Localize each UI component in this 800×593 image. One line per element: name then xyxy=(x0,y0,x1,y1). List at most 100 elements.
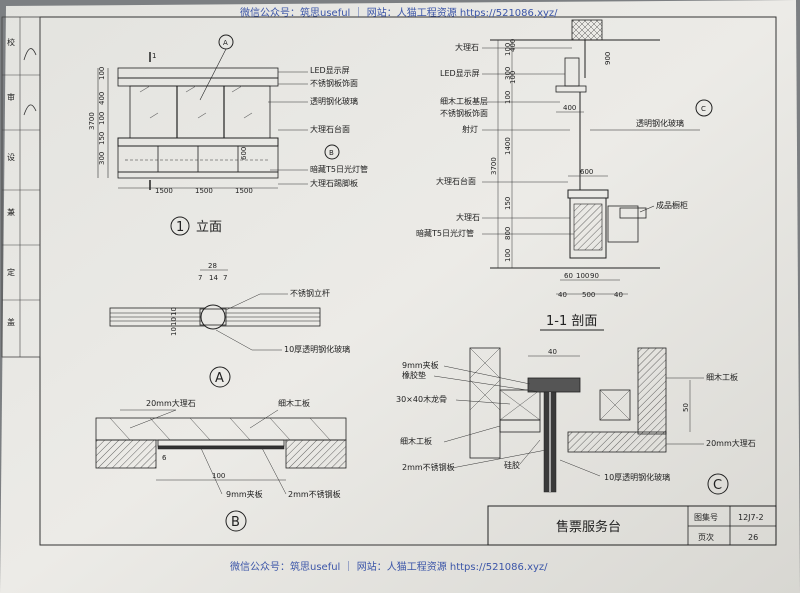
section-marker-c xyxy=(695,99,713,117)
svg-text:A: A xyxy=(215,371,224,386)
section-label: 大理石 xyxy=(455,42,479,52)
detail-a-dim: 10 xyxy=(170,327,178,336)
section-mark: 1 xyxy=(152,52,156,60)
elev-dim-bottom: 1500 xyxy=(155,187,173,195)
section-dim: 800 xyxy=(504,227,512,240)
detail-c-label: 9mm夹板 xyxy=(402,360,439,370)
section-dim: 1400 xyxy=(504,137,512,155)
section-label: 暗藏T5日光灯管 xyxy=(416,228,474,238)
svg-text:B: B xyxy=(329,149,334,157)
section-dim-400: 400 xyxy=(563,104,576,112)
left-strip: 校 审 设 兼 定 盖 xyxy=(1,16,41,358)
detail-c-dim: 40 xyxy=(548,348,557,356)
elev-dim-left: 100 xyxy=(98,112,106,125)
detail-a-dim: 7 xyxy=(223,274,227,282)
detail-c-dim: 50 xyxy=(682,403,690,412)
section-dim: 100 xyxy=(504,43,512,56)
elevation-drawing: 1 100 400 100 150 300 3700 600 1500 1500… xyxy=(88,34,368,236)
elev-title: 立面 xyxy=(196,220,222,235)
section-dim-top: 400 xyxy=(509,39,517,52)
section-dim: 150 xyxy=(504,197,512,210)
section-dim: 100 xyxy=(504,249,512,262)
detail-c-label: 细木工板 xyxy=(400,436,432,446)
svg-text:1: 1 xyxy=(176,220,184,235)
elev-dim-left: 150 xyxy=(98,132,106,145)
section-label: 细木工板基层 xyxy=(440,96,488,106)
detail-c-label: 10厚透明钢化玻璃 xyxy=(604,472,670,482)
detail-a-dim: 28 xyxy=(208,262,217,270)
watermark-top: 微信公众号：筑思useful ｜ 网站：人猫工程资源 https://52108… xyxy=(240,6,558,19)
svg-text:B: B xyxy=(231,515,240,530)
detail-c: 40 50 9mm夹板 橡胶垫 30×40木龙骨 细木工板 2mm不锈钢板 细木… xyxy=(396,347,756,495)
detail-b-dim: 6 xyxy=(162,454,167,462)
section-label: LED显示屏 xyxy=(440,69,480,78)
atlas-value: 12J7-2 xyxy=(738,513,764,522)
section-dim: 100 xyxy=(504,91,512,104)
page-value: 26 xyxy=(748,533,758,542)
elev-label: 不锈钢板饰面 xyxy=(310,78,358,88)
strip-label: 审 xyxy=(7,92,15,102)
detail-b-label: 2mm不锈钢板 xyxy=(288,489,341,499)
section-label-cabinet: 成品橱柜 xyxy=(656,200,688,210)
detail-a-dim: 14 xyxy=(209,274,218,282)
detail-b-marker xyxy=(225,510,247,532)
strip-label: 设 xyxy=(7,152,15,162)
section-dim-bottom: 90 xyxy=(590,272,599,280)
svg-text:C: C xyxy=(701,105,706,113)
elev-label: 暗藏T5日光灯管 xyxy=(310,164,368,174)
detail-b-label: 9mm夹板 xyxy=(226,489,263,499)
elev-dim-bottom: 1500 xyxy=(195,187,213,195)
section-dim-bottom: 60 xyxy=(564,272,573,280)
elev-dim-left: 400 xyxy=(98,92,106,105)
section-dim-bottom: 100 xyxy=(576,272,589,280)
detail-a-label: 10厚透明钢化玻璃 xyxy=(284,344,350,354)
strip-label: 盖 xyxy=(7,317,15,327)
section-dim: 300 xyxy=(504,67,512,80)
strip-label: 校 xyxy=(7,37,15,47)
section-dim-top: 900 xyxy=(604,52,612,65)
elev-dim-left: 100 xyxy=(98,67,106,80)
detail-a-marker xyxy=(209,366,231,388)
section-dim-bottom: 500 xyxy=(582,291,595,299)
detail-c-label: 细木工板 xyxy=(706,372,738,382)
svg-text:A: A xyxy=(223,39,228,47)
detail-b-label: 20mm大理石 xyxy=(146,398,196,408)
elev-dim-left: 300 xyxy=(98,152,106,165)
strip-label: 定 xyxy=(7,267,15,277)
elev-dim-600: 600 xyxy=(240,147,248,160)
detail-b-label: 细木工板 xyxy=(278,398,310,408)
title-block: 售票服务台 图集号 12J7-2 页次 26 xyxy=(487,505,777,546)
detail-c-label: 橡胶垫 xyxy=(402,370,426,380)
section-dim-top: 100 xyxy=(509,71,517,84)
detail-c-label: 硅胶 xyxy=(504,460,520,470)
section-label: 大理石 xyxy=(456,212,480,222)
watermark-bottom: 微信公众号：筑思useful ｜ 网站：人猫工程资源 https://52108… xyxy=(230,560,548,573)
detail-a-dim: 10 xyxy=(170,307,178,316)
elev-dim-total: 3700 xyxy=(88,112,96,130)
section-dim-bottom: 40 xyxy=(614,291,623,299)
elev-dim-bottom: 1500 xyxy=(235,187,253,195)
detail-a: 28 7 14 7 10 10 10 不锈钢立杆 10厚透明钢化玻璃 A xyxy=(109,262,350,388)
detail-c-label: 20mm大理石 xyxy=(706,438,756,448)
detail-c-label: 30×40木龙骨 xyxy=(396,394,447,404)
section-label-glass: 透明钢化玻璃 xyxy=(636,118,684,128)
detail-a-dim: 10 xyxy=(170,317,178,326)
detail-b-dim: 100 xyxy=(212,472,225,480)
detail-a-dim: 7 xyxy=(198,274,202,282)
section-label: 大理石台面 xyxy=(436,176,476,186)
elev-label: 大理石踢脚板 xyxy=(310,178,358,188)
detail-c-label: 2mm不锈钢板 xyxy=(402,462,455,472)
section-dim-600: 600 xyxy=(580,168,593,176)
title-block-title: 售票服务台 xyxy=(556,519,621,535)
elev-label: LED显示屏 xyxy=(310,66,350,75)
detail-c-marker xyxy=(707,473,729,495)
section-dim: 3700 xyxy=(490,157,498,175)
svg-text:C: C xyxy=(713,478,722,493)
detail-b: 100 6 20mm大理石 细木工板 9mm夹板 2mm不锈钢板 B xyxy=(95,398,347,532)
section-title: 1-1 剖面 xyxy=(546,314,597,329)
section-dim-bottom: 40 xyxy=(558,291,567,299)
elev-label: 大理石台面 xyxy=(310,124,350,134)
elev-title-circle xyxy=(170,216,190,236)
